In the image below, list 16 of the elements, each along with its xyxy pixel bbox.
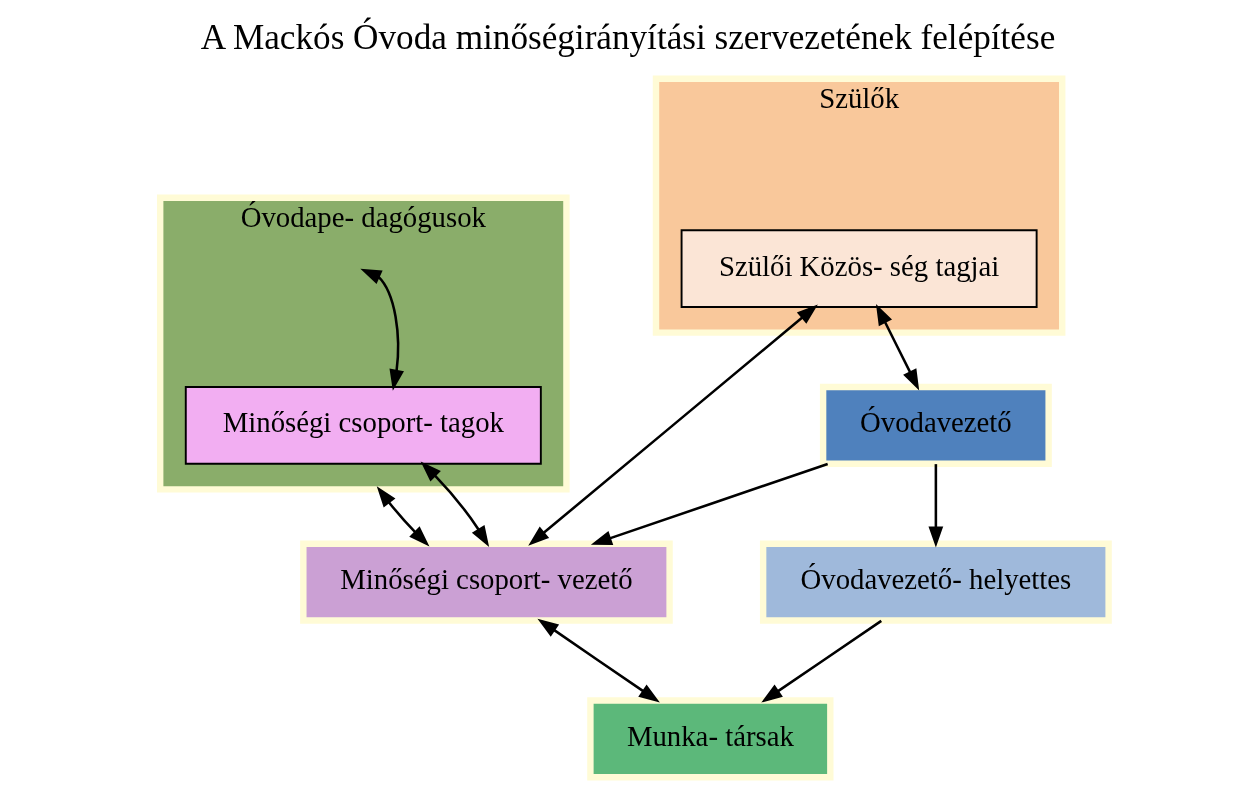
arrow <box>527 304 818 546</box>
node-box: Minőségi csoport- tagok <box>184 386 542 465</box>
node-box: Szülői Közös- ség tagjai <box>680 229 1038 308</box>
arrow <box>590 462 828 545</box>
node-box: Óvodavezető <box>819 383 1052 467</box>
arrow <box>376 486 429 547</box>
node-box: Munka- társak <box>586 697 834 781</box>
arrow <box>875 303 919 391</box>
arrow <box>927 464 943 548</box>
node-box: Óvodavezető- helyettes <box>759 540 1112 624</box>
arrow <box>359 268 404 391</box>
arrow <box>420 461 489 547</box>
arrow <box>760 619 882 703</box>
node-box: Minőségi csoport- vezető <box>299 540 673 624</box>
arrow <box>536 618 660 703</box>
diagram-title: A Mackós Óvoda minőségirányítási szervezetének felépítése <box>200 18 1055 58</box>
